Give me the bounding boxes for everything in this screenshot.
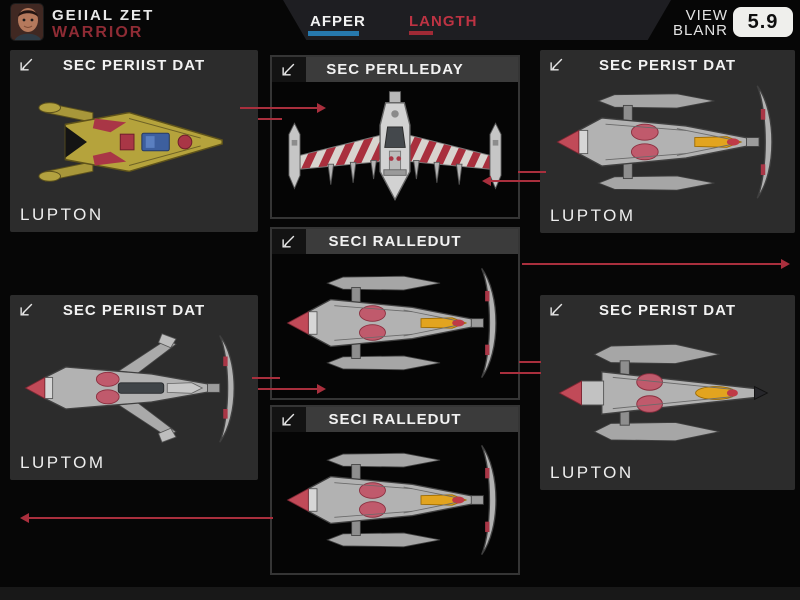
flow-line [500,372,541,374]
flow-arrow-right [258,388,318,390]
panel-header: SECI RALLEDUT [272,407,518,432]
tab-length[interactable]: LANGTH [409,13,478,30]
view-label-line1: VIEW [685,7,728,24]
flow-line [258,118,282,120]
ship-image-winged-cruiser [10,322,258,454]
panel-title: SECI RALLEDUT [328,411,462,428]
flow-arrow-right [240,107,318,109]
panel-title: SEC PERIST DAT [598,57,737,74]
edit-icon[interactable] [281,412,296,427]
tab-afper[interactable]: AFPER [310,13,366,30]
arrow-head-right-icon [317,103,326,113]
arrow-head-right-icon [781,259,790,269]
ship-name-label: LUPTON [20,205,104,224]
panel-header: SECI RALLEDUT [272,229,518,254]
arrow-head-left-icon [482,176,491,186]
panel-title: SECI RALLEDUT [328,233,462,250]
flow-line [519,361,541,363]
panel-header: SEC PERIST DAT [540,295,795,322]
flow-arrow-left [28,517,273,519]
flow-arrow-right [522,263,782,265]
panel-title: SEC PERLLEDAY [326,61,464,78]
panel-bottom-center: SECI RALLEDUT [270,405,520,575]
ship-name-label: LUPTOM [20,453,106,472]
ship-name-label: LUPTOM [550,206,636,225]
user-name: GEIIAL ZET [52,7,155,24]
ship-image-striped-interceptor [272,84,518,209]
panel-title: SEC PERIIST DAT [62,302,206,319]
arrow-head-left-icon [20,513,29,523]
panel-mid-center: SECI RALLEDUT [270,227,520,400]
tab-afper-underline [308,31,359,36]
ship-image-crescent-cruiser [272,434,518,565]
panel-header: SEC PERIST DAT [540,50,795,77]
score-badge: 5.9 [733,7,793,37]
panel-header: SEC PERIIST DAT [10,295,258,322]
panel-top-center: SEC PERLLEDAY [270,55,520,219]
panel-title: SEC PERIST DAT [598,302,737,319]
edit-icon[interactable] [281,62,296,77]
panel-header: SEC PERLLEDAY [272,57,518,82]
bottom-bar [0,587,800,600]
flow-arrow-left [490,180,540,182]
panel-bottom-right: SEC PERIST DAT LUPTON [540,295,795,490]
arrow-head-right-icon [317,384,326,394]
flow-line [252,377,280,379]
edit-icon[interactable] [549,57,564,72]
panel-top-right: SEC PERIST DAT LUPTOM [540,50,795,233]
panel-top-left: SEC PERIIST DAT LUPTON [10,50,258,232]
ship-name-label: LUPTON [550,463,634,482]
flow-line [518,171,546,173]
ship-image-crescent-cruiser [540,77,795,207]
edit-icon[interactable] [549,302,564,317]
panel-title: SEC PERIIST DAT [62,57,206,74]
view-label-line2: BLANR [672,22,728,39]
user-subtitle: WARRIOR [52,24,144,41]
ship-image-yellow-fighter [10,77,258,206]
ship-image-crescent-cruiser [272,256,518,390]
edit-icon[interactable] [19,57,34,72]
panel-bottom-left: SEC PERIIST DAT LUPTOM [10,295,258,480]
avatar[interactable] [10,3,44,41]
edit-icon[interactable] [19,302,34,317]
panel-header: SEC PERIIST DAT [10,50,258,77]
edit-icon[interactable] [281,234,296,249]
view-blanr-button[interactable]: VIEW BLANR [640,8,728,38]
ship-image-delta-cruiser [540,322,795,464]
tab-length-underline [409,31,433,35]
